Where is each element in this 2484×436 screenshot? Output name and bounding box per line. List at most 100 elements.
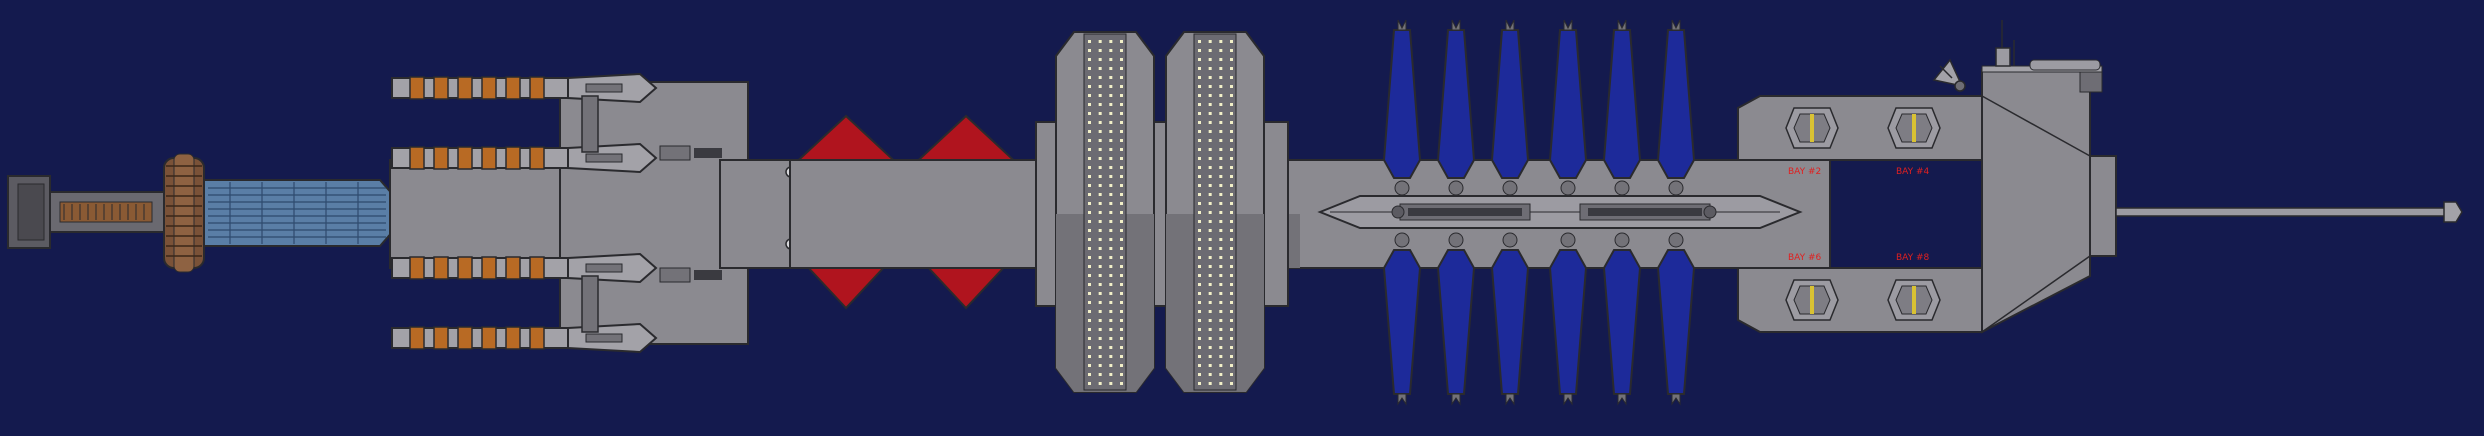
window-light [1219, 85, 1223, 88]
window-light [1230, 94, 1233, 97]
window-light [1198, 355, 1201, 358]
engine-pod [409, 146, 425, 170]
window-light [1098, 148, 1102, 151]
fin-blade [1382, 249, 1422, 395]
window-light [1120, 175, 1123, 178]
window-light [1120, 373, 1123, 376]
window-light [1198, 130, 1201, 133]
window-light [1088, 355, 1091, 358]
window-light [1109, 382, 1113, 385]
window-light [1198, 238, 1201, 241]
window-light [1120, 364, 1123, 367]
fin-blade [1656, 249, 1696, 395]
window-light [1088, 139, 1091, 142]
window-light [1230, 49, 1233, 52]
radiator-fin-top [1490, 19, 1530, 196]
fin-tip [1671, 19, 1681, 31]
window-light [1198, 301, 1201, 304]
window-light [1120, 76, 1123, 79]
window-light [1098, 184, 1102, 187]
window-light [1198, 256, 1201, 259]
window-light [1088, 274, 1091, 277]
clamp-slot [585, 83, 623, 93]
fin-tip [1617, 393, 1627, 406]
window-light [1219, 337, 1223, 340]
fin-tip [1505, 19, 1515, 31]
window-light [1098, 49, 1102, 52]
window-light [1208, 328, 1212, 331]
window-light [1219, 103, 1223, 106]
window-light [1208, 283, 1212, 286]
window-light [1198, 310, 1201, 313]
window-light [1098, 337, 1102, 340]
fin-blade [1382, 29, 1422, 179]
bow-lance [2115, 201, 2463, 223]
fin-tip [1563, 19, 1573, 31]
window-light [1120, 283, 1123, 286]
window-light [1219, 274, 1223, 277]
window-light [1088, 40, 1091, 43]
window-light [1230, 130, 1233, 133]
window-light [1088, 85, 1091, 88]
hatch-seam [1912, 114, 1916, 142]
window-light [1098, 265, 1102, 268]
window-light [1219, 301, 1223, 304]
window-light [1219, 58, 1223, 61]
window-light [1230, 238, 1233, 241]
window-light [1109, 292, 1113, 295]
window-light [1098, 319, 1102, 322]
window-light [1120, 40, 1123, 43]
window-light [1098, 157, 1102, 160]
window-light [1198, 292, 1201, 295]
window-light [1120, 121, 1123, 124]
window-light [1120, 58, 1123, 61]
habitat-ring [1165, 31, 1265, 393]
window-light [1109, 184, 1113, 187]
window-light [1120, 337, 1123, 340]
window-light [1088, 328, 1091, 331]
window-light [1098, 58, 1102, 61]
window-light [1230, 265, 1233, 268]
window-light [1208, 256, 1212, 259]
engine-pod [505, 146, 521, 170]
fin-blade [1656, 29, 1696, 179]
window-light [1109, 121, 1113, 124]
window-light [1120, 112, 1123, 115]
window-light [1198, 157, 1201, 160]
window-light [1088, 229, 1091, 232]
window-light [1088, 310, 1091, 313]
window-light [1219, 148, 1223, 151]
window-light [1098, 112, 1102, 115]
window-light [1098, 67, 1102, 70]
window-light [1230, 301, 1233, 304]
window-light [1120, 256, 1123, 259]
window-light [1208, 175, 1212, 178]
window-light [1120, 166, 1123, 169]
engine-nacelle [391, 72, 658, 104]
window-light [1120, 103, 1123, 106]
clamp-slot [585, 263, 623, 273]
window-light [1088, 220, 1091, 223]
window-light [1208, 184, 1212, 187]
window-light [1098, 310, 1102, 313]
window-light [1088, 76, 1091, 79]
window-light [1109, 346, 1113, 349]
window-light [1120, 310, 1123, 313]
bay-hatch [1887, 279, 1941, 321]
window-light [1198, 58, 1201, 61]
window-light [1109, 319, 1113, 322]
window-light [1219, 202, 1223, 205]
window-light [1208, 157, 1212, 160]
window-light [1109, 148, 1113, 151]
fin-joint [1502, 180, 1518, 196]
window-light [1088, 319, 1091, 322]
window-light [1230, 193, 1233, 196]
fin-joint [1394, 180, 1410, 196]
antenna-icon [1995, 20, 2015, 67]
window-light [1208, 274, 1212, 277]
engine-pod [505, 326, 521, 350]
window-light [1230, 103, 1233, 106]
nacelle-strut [581, 95, 599, 153]
window-light [1198, 319, 1201, 322]
window-light [1109, 58, 1113, 61]
